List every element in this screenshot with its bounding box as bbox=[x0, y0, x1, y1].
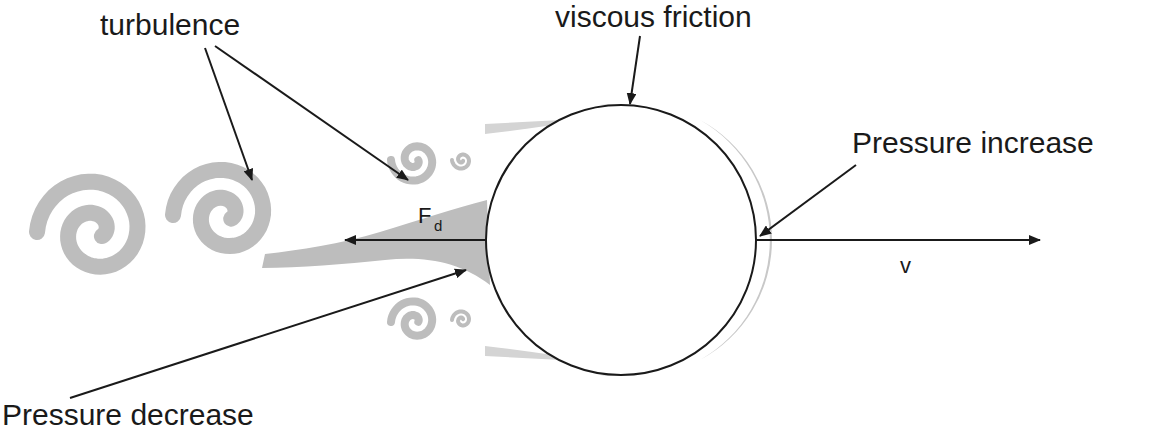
callout-label: turbulence bbox=[100, 8, 240, 41]
eddy bbox=[173, 170, 263, 246]
leader-line bbox=[215, 46, 408, 180]
sphere bbox=[486, 105, 756, 375]
leader-line bbox=[630, 36, 640, 104]
force-subscript: d bbox=[434, 218, 442, 235]
eddy bbox=[37, 182, 138, 267]
eddy bbox=[391, 301, 432, 335]
force-symbol: F bbox=[418, 204, 431, 228]
callout-label: Pressure decrease bbox=[2, 398, 254, 431]
callout-label: viscous friction bbox=[555, 0, 752, 33]
eddy bbox=[452, 155, 469, 169]
leader-line bbox=[760, 165, 856, 236]
velocity-arrow bbox=[756, 239, 1040, 241]
leader-line bbox=[70, 270, 466, 398]
eddy bbox=[391, 146, 432, 180]
callout-label: Pressure increase bbox=[852, 126, 1094, 159]
velocity-symbol: v bbox=[900, 254, 911, 278]
eddy bbox=[452, 312, 469, 326]
drag-arrow bbox=[345, 239, 486, 241]
